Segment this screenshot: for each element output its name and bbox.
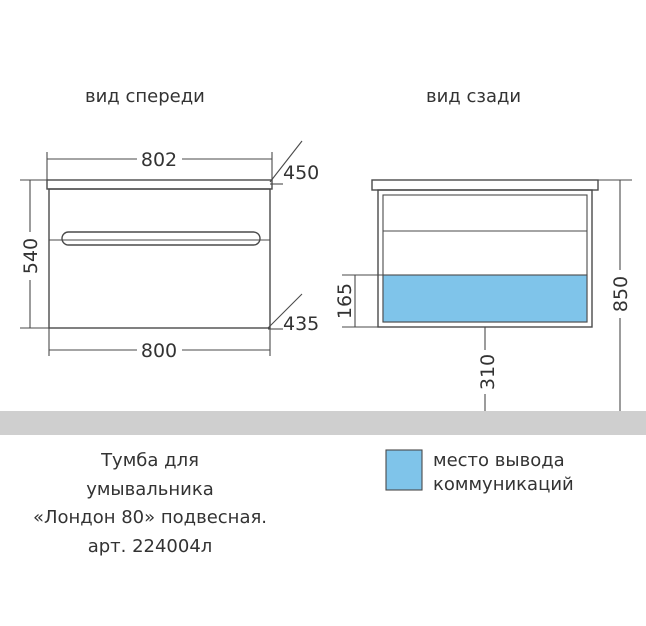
dim-850-label: 850 bbox=[610, 276, 632, 312]
back-view: 165 850 310 bbox=[334, 179, 632, 411]
dim-802-label: 802 bbox=[141, 149, 177, 171]
dim-310-label: 310 bbox=[477, 354, 499, 390]
dim-435-diag bbox=[267, 293, 303, 329]
dim-165-label: 165 bbox=[334, 283, 356, 319]
dim-450-label: 450 bbox=[283, 162, 319, 184]
dim-435-label: 435 bbox=[283, 313, 319, 335]
front-view-title: вид спереди bbox=[85, 86, 205, 107]
front-view: 802 800 540 450 435 bbox=[20, 140, 319, 362]
front-countertop bbox=[46, 179, 273, 190]
product-caption: Тумба для умывальника «Лондон 80» подвес… bbox=[33, 450, 267, 557]
legend: место вывода коммуникаций bbox=[385, 449, 574, 495]
caption-line-4: арт. 224004л bbox=[88, 536, 213, 557]
floor-band bbox=[0, 411, 646, 435]
legend-swatch bbox=[385, 449, 423, 491]
dim-540-label: 540 bbox=[20, 238, 42, 274]
front-handle bbox=[61, 231, 261, 246]
dim-800-label: 800 bbox=[141, 340, 177, 362]
caption-line-2: умывальника bbox=[86, 479, 214, 500]
dim-450-diag bbox=[269, 140, 303, 183]
back-communication-zone bbox=[382, 274, 588, 323]
caption-line-1: Тумба для bbox=[100, 450, 199, 471]
legend-line-1: место вывода bbox=[433, 450, 565, 471]
back-countertop bbox=[371, 179, 599, 191]
front-cabinet-body bbox=[48, 188, 271, 329]
caption-line-3: «Лондон 80» подвесная. bbox=[33, 507, 267, 528]
legend-line-2: коммуникаций bbox=[433, 474, 574, 495]
back-view-title: вид сзади bbox=[426, 86, 521, 107]
